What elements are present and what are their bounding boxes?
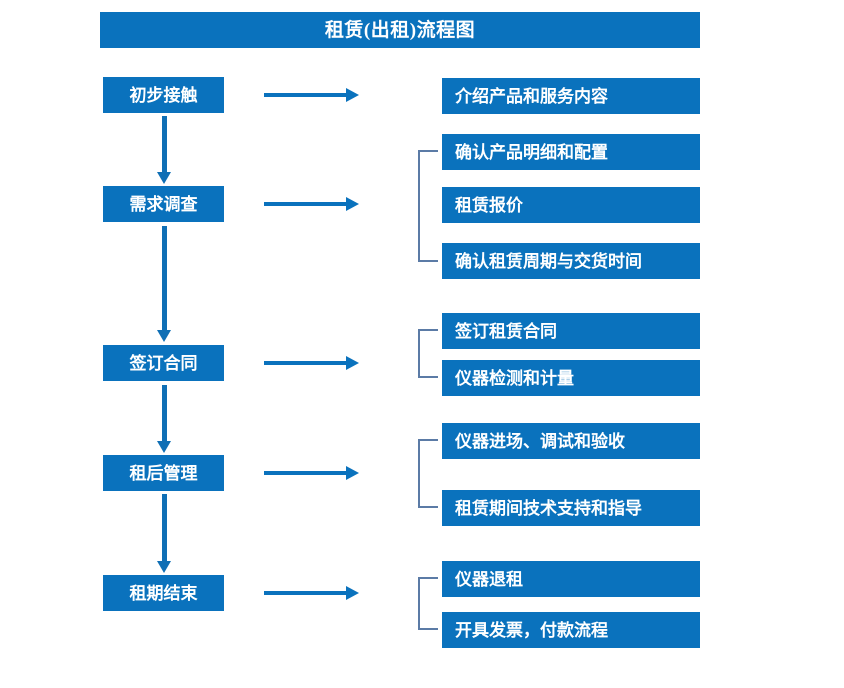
arrow-shaft: [162, 494, 167, 561]
stage-box-1-label: 初步接触: [129, 85, 198, 105]
arrow-head: [346, 88, 359, 102]
arrow-head: [157, 441, 171, 453]
flow-arrow-down-3: [157, 385, 171, 453]
detail-box-10[interactable]: 开具发票，付款流程: [442, 612, 700, 648]
detail-box-5-label: 签订租赁合同: [455, 321, 557, 341]
arrow-shaft: [264, 202, 348, 206]
stage-box-3[interactable]: 签订合同: [103, 345, 224, 381]
detail-box-9[interactable]: 仪器退租: [442, 561, 700, 597]
group-bracket-3: [418, 329, 438, 378]
detail-box-5[interactable]: 签订租赁合同: [442, 313, 700, 349]
detail-box-4-label: 确认租赁周期与交货时间: [455, 251, 642, 271]
arrow-head: [346, 356, 359, 370]
arrow-shaft: [162, 116, 167, 172]
arrow-head: [157, 561, 171, 573]
flow-arrow-down-4: [157, 494, 171, 573]
chart-title-bar: 租赁(出租)流程图: [100, 12, 700, 48]
flow-arrow-down-1: [157, 116, 171, 184]
stage-box-3-label: 签订合同: [129, 353, 198, 373]
detail-box-10-label: 开具发票，付款流程: [455, 620, 608, 640]
detail-box-7[interactable]: 仪器进场、调试和验收: [442, 423, 700, 459]
arrow-shaft: [162, 385, 167, 441]
group-bracket-2: [418, 150, 438, 262]
stage-box-5[interactable]: 租期结束: [103, 575, 224, 611]
stage-box-2-label: 需求调查: [129, 194, 198, 214]
group-bracket-5: [418, 577, 438, 630]
stage-box-5-label: 租期结束: [129, 583, 198, 603]
arrow-shaft: [264, 361, 348, 365]
detail-box-9-label: 仪器退租: [455, 569, 523, 589]
stage-box-4[interactable]: 租后管理: [103, 455, 224, 491]
stage-to-detail-arrow-4: [264, 466, 359, 480]
detail-box-3-label: 租赁报价: [455, 195, 523, 215]
arrow-shaft: [264, 471, 348, 475]
arrow-shaft: [264, 591, 348, 595]
detail-box-2-label: 确认产品明细和配置: [455, 142, 608, 162]
arrow-head: [346, 586, 359, 600]
arrow-head: [346, 466, 359, 480]
detail-box-6-label: 仪器检测和计量: [455, 368, 574, 388]
detail-box-8[interactable]: 租赁期间技术支持和指导: [442, 490, 700, 526]
arrow-head: [157, 172, 171, 184]
chart-title: 租赁(出租)流程图: [324, 19, 476, 41]
arrow-head: [346, 197, 359, 211]
stage-box-4-label: 租后管理: [129, 463, 198, 483]
arrow-head: [157, 330, 171, 342]
detail-box-1-label: 介绍产品和服务内容: [455, 86, 608, 106]
detail-box-4[interactable]: 确认租赁周期与交货时间: [442, 243, 700, 279]
detail-box-3[interactable]: 租赁报价: [442, 187, 700, 223]
arrow-shaft: [264, 93, 348, 97]
detail-box-6[interactable]: 仪器检测和计量: [442, 360, 700, 396]
detail-box-2[interactable]: 确认产品明细和配置: [442, 134, 700, 170]
flow-arrow-down-2: [157, 226, 171, 342]
stage-box-1[interactable]: 初步接触: [103, 77, 224, 113]
stage-to-detail-arrow-5: [264, 586, 359, 600]
group-bracket-4: [418, 439, 438, 508]
stage-to-detail-arrow-2: [264, 197, 359, 211]
arrow-shaft: [162, 226, 167, 330]
detail-box-7-label: 仪器进场、调试和验收: [455, 431, 625, 451]
detail-box-8-label: 租赁期间技术支持和指导: [455, 498, 642, 518]
stage-to-detail-arrow-1: [264, 88, 359, 102]
detail-box-1[interactable]: 介绍产品和服务内容: [442, 78, 700, 114]
stage-to-detail-arrow-3: [264, 356, 359, 370]
stage-box-2[interactable]: 需求调查: [103, 186, 224, 222]
